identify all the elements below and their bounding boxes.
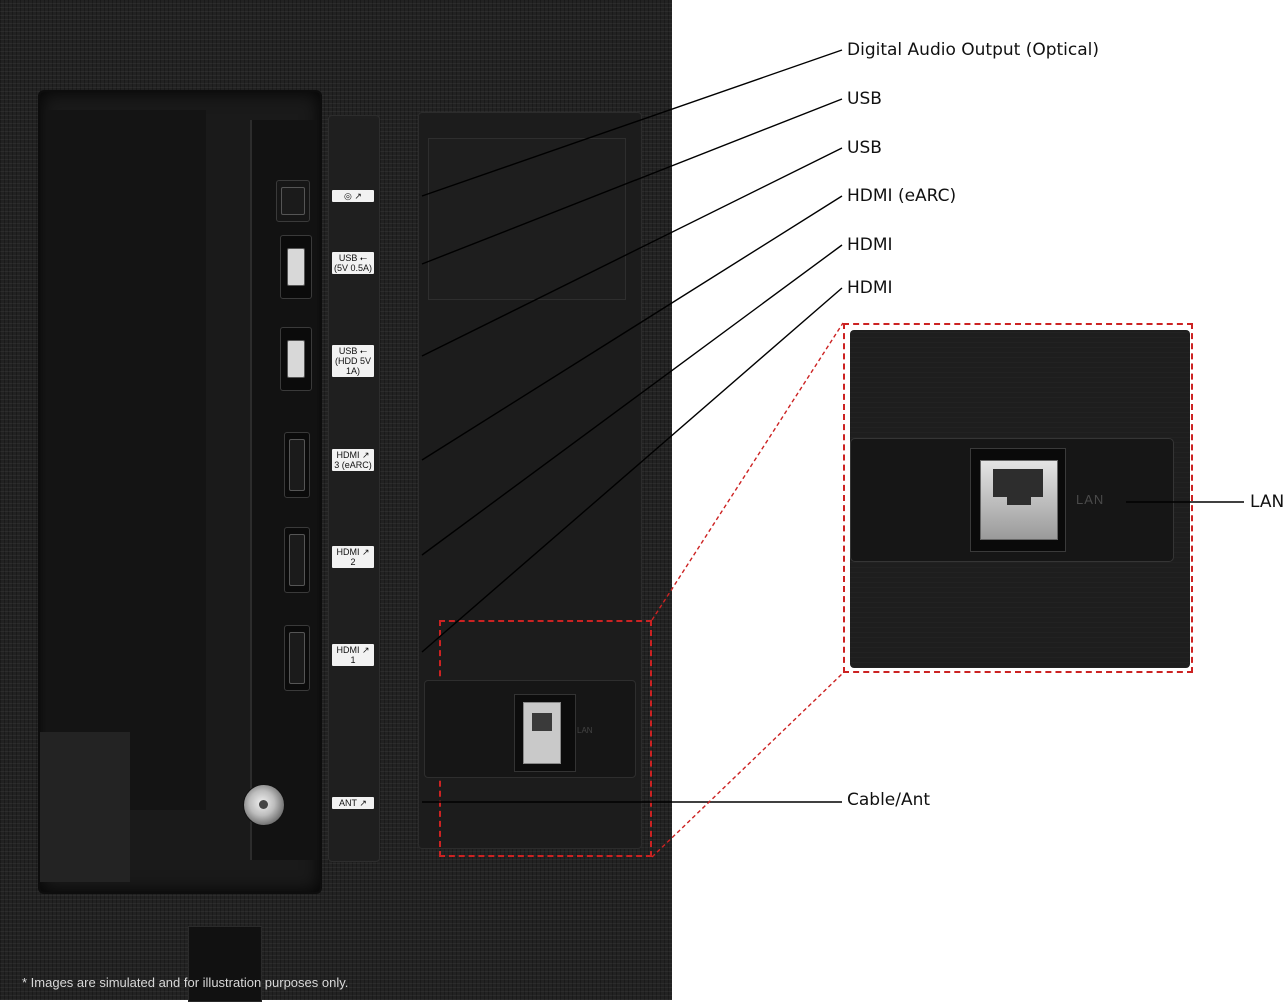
leader-optical	[421, 49, 843, 197]
label-ant: ANT ↗	[332, 797, 374, 809]
optical-port	[276, 180, 310, 222]
callout-usb-1: USB	[847, 89, 882, 109]
leader-hdmi-earc	[421, 195, 843, 461]
callout-hdmi-1: HDMI	[847, 278, 893, 298]
leader-hdmi-1	[421, 287, 843, 653]
usb-port-1	[280, 235, 312, 299]
lan-zoom-panel-label: LAN	[1076, 492, 1105, 507]
label-strip	[328, 115, 380, 862]
callout-cable-ant: Cable/Ant	[847, 790, 931, 810]
callout-usb-2: USB	[847, 138, 882, 158]
lan-zoom-frame	[843, 323, 1193, 673]
usb-port-2	[280, 327, 312, 391]
disclaimer-footnote: * Images are simulated and for illustrat…	[22, 975, 349, 990]
leader-usb-2	[421, 147, 843, 357]
stand-slot	[188, 926, 262, 1002]
zoom-connector-bottom	[651, 672, 844, 858]
label-hdmi3: HDMI ↗ 3 (eARC)	[332, 449, 374, 471]
leader-hdmi-2	[421, 244, 843, 556]
callout-lan: LAN	[1250, 492, 1285, 512]
label-optical: ◎ ↗	[332, 190, 374, 202]
callout-optical: Digital Audio Output (Optical)	[847, 40, 1100, 60]
recess-foot	[40, 732, 130, 882]
zoom-connector-top	[651, 322, 844, 621]
label-usb-top: USB ⭠ (5V 0.5A)	[332, 252, 374, 274]
recess-inner-panel	[46, 110, 206, 810]
rating-sticker	[428, 138, 626, 300]
tv-back-panel: LAN ◎ ↗ USB ⭠ (5V 0.5A) USB ⭠ (HDD 5V 1A…	[0, 0, 672, 1002]
label-usb-hdd: USB ⭠ (HDD 5V 1A)	[332, 345, 374, 377]
lan-jack-small	[523, 702, 561, 764]
hdmi-port-2	[284, 527, 310, 593]
hdmi-port-3	[284, 432, 310, 498]
label-hdmi2: HDMI ↗ 2	[332, 546, 374, 568]
coax-connector	[243, 784, 285, 826]
callout-hdmi-2: HDMI	[847, 235, 893, 255]
lan-panel-label-small: LAN	[577, 726, 593, 735]
callout-hdmi-earc: HDMI (eARC)	[847, 186, 957, 206]
lan-zoom-jack	[980, 460, 1058, 540]
hdmi-port-1	[284, 625, 310, 691]
label-hdmi1: HDMI ↗ 1	[332, 644, 374, 666]
leader-usb-1	[421, 98, 843, 265]
